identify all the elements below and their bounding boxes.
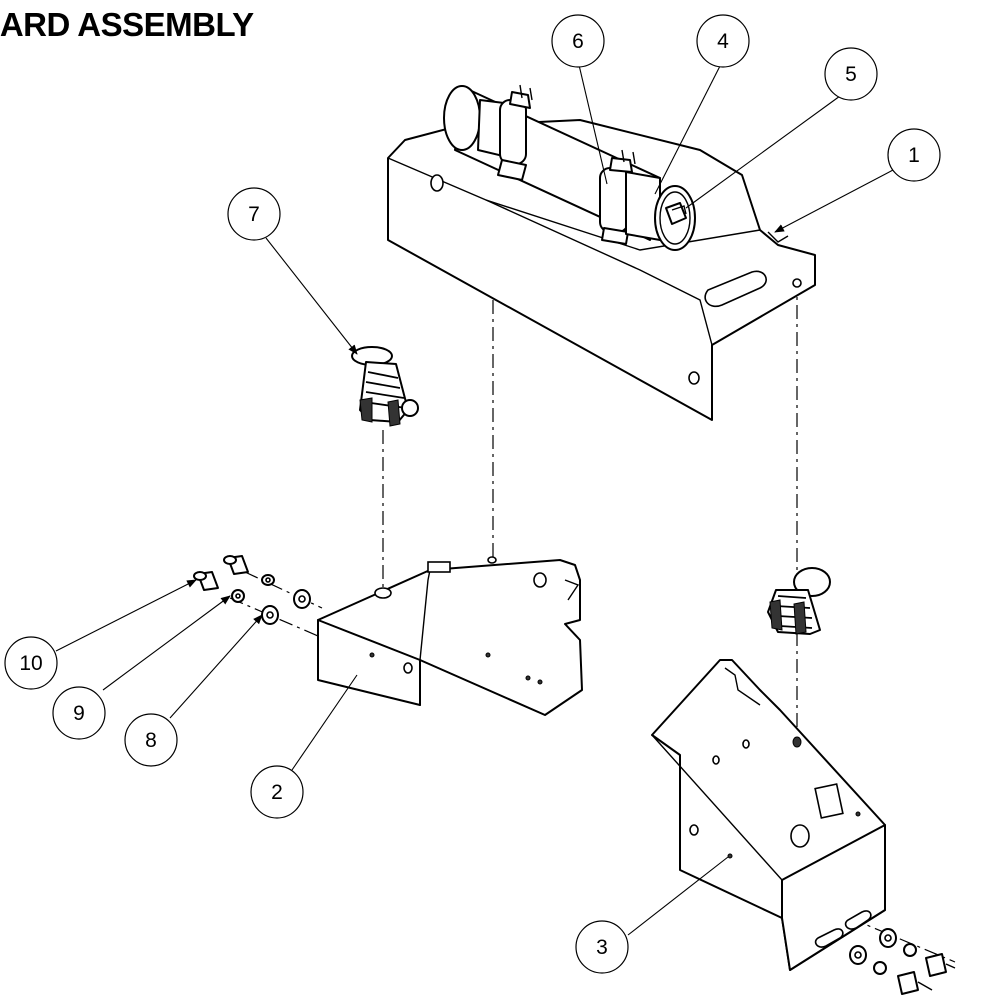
callout-7: 7 [227, 187, 281, 241]
callout-9: 9 [52, 686, 106, 740]
callout-3-label: 3 [596, 936, 608, 959]
callout-6-label: 6 [572, 30, 584, 53]
callout-8-label: 8 [145, 729, 157, 752]
callout-4: 4 [696, 14, 750, 68]
callout-9-label: 9 [73, 702, 85, 725]
callout-7-label: 7 [248, 203, 260, 226]
callout-1-label: 1 [908, 144, 920, 167]
callout-8: 8 [124, 713, 178, 767]
callout-10-label: 10 [19, 652, 42, 675]
callout-3: 3 [575, 920, 629, 974]
callout-5-label: 5 [845, 63, 857, 86]
push-button-switch-lower [767, 567, 831, 635]
fuse-end-cap [654, 185, 696, 251]
callout-1: 1 [887, 128, 941, 182]
hardware-right [849, 928, 956, 995]
hardware-left-upper [223, 555, 311, 609]
diagram-title: JARD ASSEMBLY [0, 6, 254, 43]
leader-lines [55, 64, 894, 936]
callout-4-label: 4 [717, 30, 729, 53]
fuse-body [625, 171, 661, 241]
push-button-switch-upper [351, 346, 419, 427]
hardware-left-lower [193, 571, 279, 625]
callout-2-label: 2 [271, 781, 283, 804]
callout-5: 5 [824, 47, 878, 101]
upper-guard-bracket [387, 119, 816, 421]
mid-bracket [317, 556, 583, 716]
lower-bracket [651, 659, 886, 971]
callout-6: 6 [551, 14, 605, 68]
callout-10: 10 [4, 636, 58, 690]
callout-2: 2 [250, 765, 304, 819]
fuse-clamp [599, 149, 636, 245]
